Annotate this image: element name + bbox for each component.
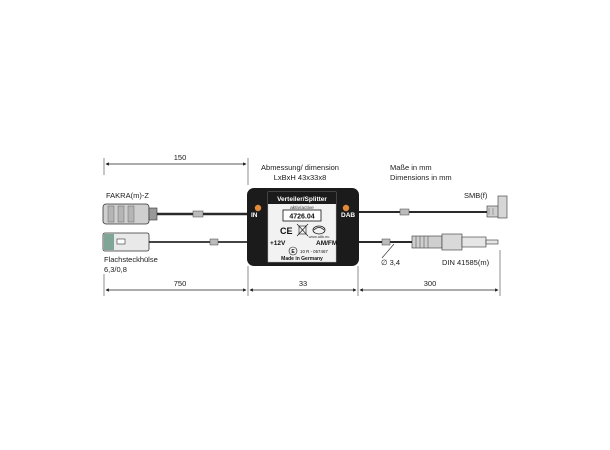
- box-title: Verteiler/Splitter: [277, 196, 327, 203]
- bottom-dimensions: 750 33 300: [103, 250, 501, 296]
- made-in-label: Made in Germany: [281, 256, 323, 262]
- cable-power: [149, 238, 248, 246]
- cable-din: [359, 238, 412, 246]
- screw-right: [342, 204, 350, 212]
- units-label-de: Maße in mm: [390, 163, 432, 172]
- part-number: 4726.04: [289, 214, 314, 221]
- box-dab-label: DAB: [341, 212, 355, 219]
- units-label-en: Dimensions in mm: [390, 173, 452, 182]
- flachsteckhuelse-connector: [102, 232, 150, 252]
- amfm-label: AM/FM: [316, 240, 337, 247]
- cert-number: 10 R - 057467: [300, 249, 328, 254]
- dimension-150-label: 150: [174, 153, 187, 162]
- weee-bin-icon: [296, 223, 309, 237]
- box-subtitle: aktiv/active: [290, 205, 314, 211]
- flachsteckhuelse-label: Flachsteckhülse: [104, 255, 158, 264]
- box-in-label: IN: [251, 212, 258, 219]
- din-label: DIN 41585(m): [442, 258, 490, 267]
- diameter-label: ∅ 3,4: [381, 258, 400, 267]
- cable-smb: [359, 208, 488, 216]
- screw-left: [254, 204, 262, 212]
- svg-text:E: E: [291, 249, 295, 255]
- smb-label: SMB(f): [464, 191, 488, 200]
- diameter-leader: [381, 243, 395, 259]
- ce-mark: CE: [280, 226, 293, 236]
- flachsteckhuelse-size-label: 6,3/0,8: [104, 265, 127, 274]
- website-text: www.a8b.eu: [309, 235, 330, 239]
- voltage-label: +12V: [270, 240, 286, 247]
- smb-connector: [486, 195, 508, 219]
- splitter-box: Verteiler/Splitter aktiv/active IN DAB 4…: [247, 188, 359, 266]
- dimension-750-label: 750: [174, 279, 187, 288]
- fakra-connector: [102, 203, 158, 225]
- dimension-title-line2: LxBxH 43x33x8: [274, 173, 327, 182]
- brand-logo-icon: [312, 225, 326, 235]
- dimension-300-label: 300: [424, 279, 437, 288]
- fakra-label: FAKRA(m)-Z: [106, 191, 149, 200]
- dimension-33-label: 33: [299, 279, 307, 288]
- cable-fakra: [157, 210, 248, 218]
- dimension-150: 150: [103, 153, 249, 185]
- din-connector: [411, 233, 499, 251]
- e-mark-icon: E: [288, 246, 298, 256]
- dimension-title-line1: Abmessung/ dimension: [261, 163, 339, 172]
